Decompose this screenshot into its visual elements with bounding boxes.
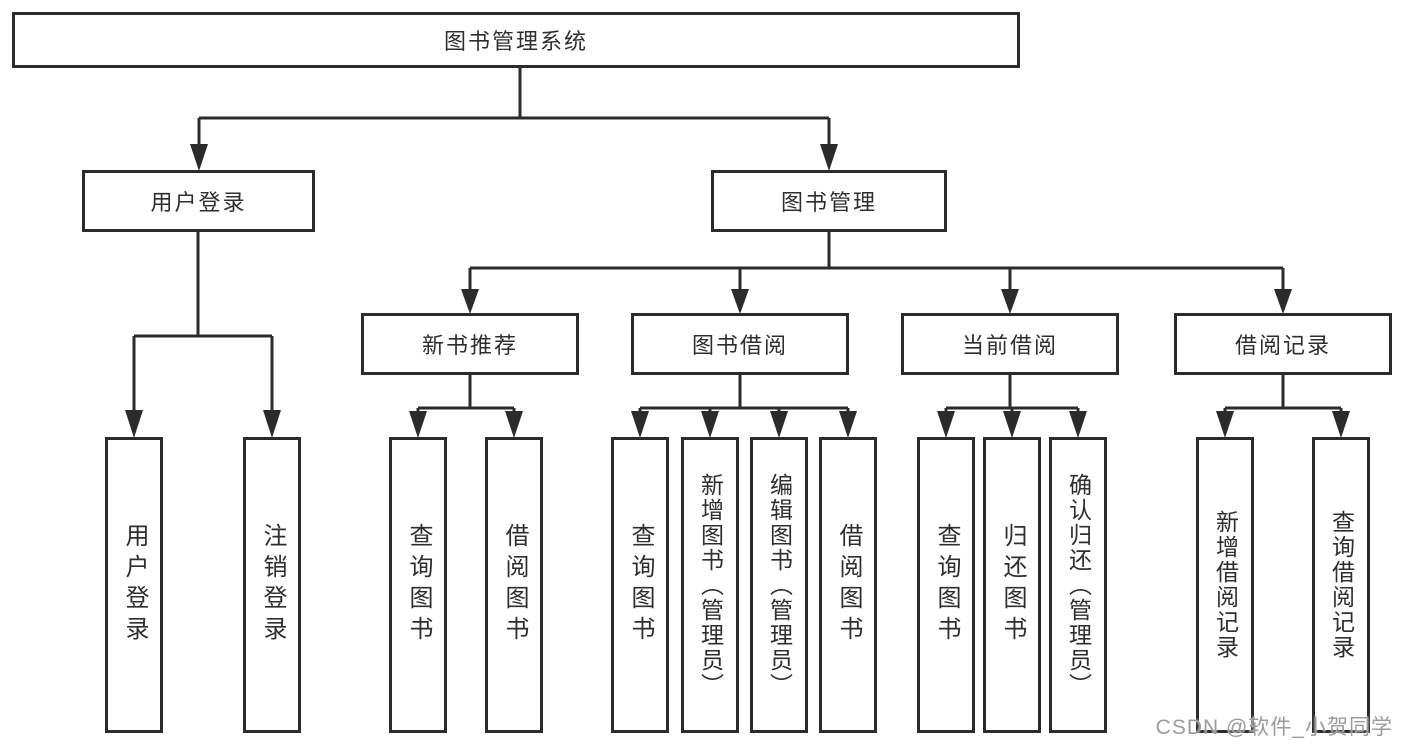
node-borrowing-records: 借阅记录 (1174, 313, 1392, 375)
leaf-confirm-return-admin: 确认归还（管理员） (1049, 437, 1107, 733)
connector-book-borrow-children (638, 375, 850, 414)
leaf-borrow-books: 借阅图书 (819, 437, 877, 733)
leaf-add-borrow-record: 新增借阅记录 (1196, 437, 1254, 733)
connector-new-book-children (416, 375, 516, 414)
leaf-return-books: 归还图书 (983, 437, 1041, 733)
leaf-add-books-admin: 新增图书（管理员） (681, 437, 739, 733)
node-library-management-system: 图书管理系统 (12, 12, 1020, 68)
node-user-login: 用户登录 (82, 170, 315, 232)
arrowheads-level3 (461, 289, 1292, 314)
leaf-query-borrow-record: 查询借阅记录 (1312, 437, 1370, 733)
arrowheads-level2 (190, 144, 838, 171)
leaf-query-books: 查询图书 (611, 437, 669, 733)
arrowheads-book-borrow-children (631, 411, 857, 438)
arrowheads-cur-borrow-children (937, 411, 1087, 438)
connector-user-login-children (132, 232, 274, 412)
leaf-query-books: 查询图书 (917, 437, 975, 733)
csdn-watermark: CSDN @软件_小贺同学 (1155, 716, 1393, 739)
arrowheads-borrow-rec-children (1216, 411, 1350, 438)
node-book-management: 图书管理 (711, 170, 947, 232)
arrowheads-user-login-children (125, 410, 281, 438)
connector-borrow-rec-children (1223, 375, 1343, 414)
node-new-book-recommendation: 新书推荐 (361, 313, 579, 375)
connector-book-mgmt-children (468, 232, 1285, 292)
node-current-borrowing: 当前借阅 (901, 313, 1119, 375)
leaf-user-login: 用户登录 (105, 437, 163, 733)
leaf-edit-books-admin: 编辑图书（管理员） (750, 437, 808, 733)
node-book-borrowing: 图书借阅 (631, 313, 849, 375)
arrowheads-new-book-children (409, 411, 523, 438)
leaf-logout: 注销登录 (243, 437, 301, 733)
connector-root-to-level2 (197, 68, 831, 147)
leaf-borrow-books: 借阅图书 (485, 437, 543, 733)
connector-cur-borrow-children (944, 375, 1080, 414)
leaf-query-books: 查询图书 (389, 437, 447, 733)
